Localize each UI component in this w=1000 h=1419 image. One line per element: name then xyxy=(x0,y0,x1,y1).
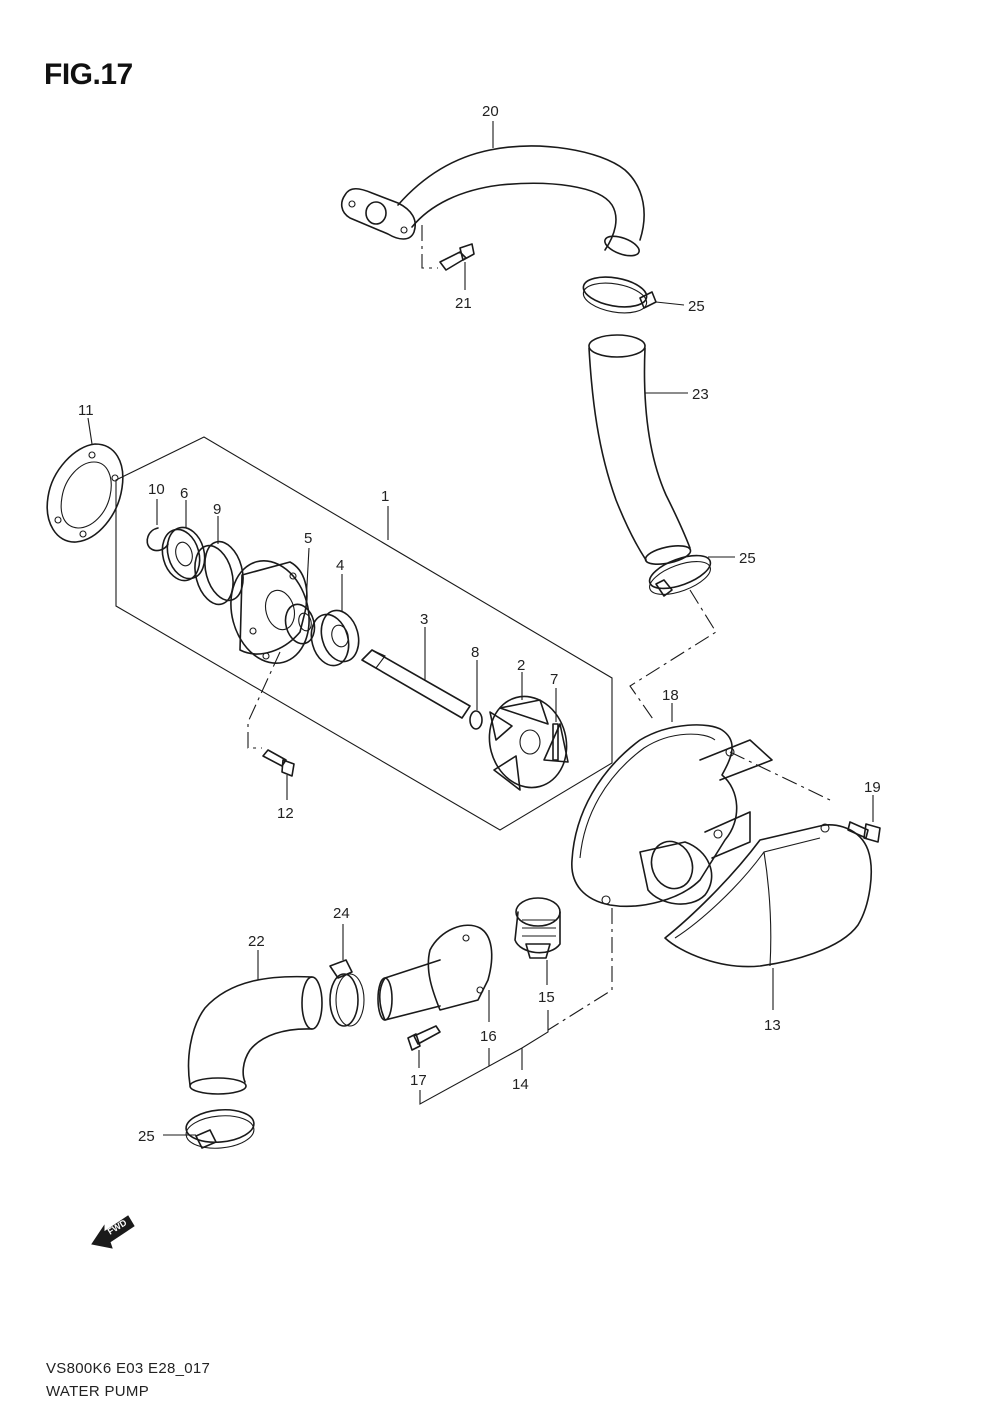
part-9-oil-seal xyxy=(194,540,244,606)
callout-24: 24 xyxy=(333,905,350,922)
leader-5 xyxy=(305,547,310,605)
assembly-line-cover-to-13 xyxy=(729,751,831,801)
figure-title: FIG.17 xyxy=(44,58,133,91)
part-5-seal xyxy=(284,603,316,645)
part-12-bolt xyxy=(247,651,295,777)
part-16-thermostat-cover xyxy=(377,924,493,1021)
callout-9: 9 xyxy=(213,501,221,518)
part-25-hose-clamp-lower xyxy=(185,1108,255,1149)
part-21-bolt xyxy=(421,225,475,271)
callout-10: 10 xyxy=(148,481,165,498)
assembly-name: WATER PUMP xyxy=(46,1383,149,1400)
callout-1: 1 xyxy=(381,488,389,505)
leader-25-upper xyxy=(655,301,685,306)
part-11-gasket xyxy=(46,443,124,543)
callout-25-upper: 25 xyxy=(688,298,705,315)
part-24-hose-clamp xyxy=(329,959,365,1027)
forward-arrow-icon: FWD xyxy=(91,1215,135,1249)
callout-16: 16 xyxy=(480,1028,497,1045)
part-4-mechanical-seal xyxy=(310,609,360,667)
part-7-pin xyxy=(552,723,559,761)
callout-3: 3 xyxy=(420,611,428,628)
callout-5: 5 xyxy=(304,530,312,547)
callout-12: 12 xyxy=(277,805,294,822)
part-15-thermostat xyxy=(514,897,561,959)
callout-21: 21 xyxy=(455,295,472,312)
callout-25-lower: 25 xyxy=(138,1128,155,1145)
callout-8: 8 xyxy=(471,644,479,661)
part-25-hose-clamp-middle xyxy=(648,554,712,597)
part-22-water-hose xyxy=(187,975,323,1095)
part-1-assembly-box xyxy=(115,436,613,831)
assembly-line-hose-to-cover xyxy=(629,589,717,723)
part-6-bearing xyxy=(161,526,206,582)
part-2-impeller xyxy=(488,695,569,791)
part-18-pump-cover xyxy=(571,724,773,908)
part-17-bolt xyxy=(407,1025,441,1051)
part-25-hose-clamp-upper xyxy=(582,276,657,314)
part-13-cover-plate xyxy=(664,823,872,968)
part-23-water-hose xyxy=(588,334,692,565)
callout-17: 17 xyxy=(410,1072,427,1089)
pump-body xyxy=(230,560,310,664)
callout-7: 7 xyxy=(550,671,558,688)
callout-22: 22 xyxy=(248,933,265,950)
callout-19: 19 xyxy=(864,779,881,796)
callout-6: 6 xyxy=(180,485,188,502)
callout-18: 18 xyxy=(662,687,679,704)
callout-15: 15 xyxy=(538,989,555,1006)
part-20-water-pipe xyxy=(340,145,645,257)
part-3-impeller-shaft xyxy=(361,649,471,719)
callout-20: 20 xyxy=(482,103,499,120)
callout-13: 13 xyxy=(764,1017,781,1034)
callout-11: 11 xyxy=(78,402,94,419)
part-10-circlip xyxy=(146,527,169,552)
part-19-bolt xyxy=(847,821,881,843)
part-8-o-ring xyxy=(469,710,483,730)
model-code: VS800K6 E03 E28_017 xyxy=(46,1360,211,1377)
callout-4: 4 xyxy=(336,557,344,574)
leader-11 xyxy=(87,417,93,445)
bracket-14 xyxy=(419,1010,549,1105)
callout-23: 23 xyxy=(692,386,709,403)
assembly-line-cover-to-thermostat xyxy=(547,908,613,1031)
callout-14: 14 xyxy=(512,1076,529,1093)
callout-2: 2 xyxy=(517,657,525,674)
callout-25-middle: 25 xyxy=(739,550,756,567)
